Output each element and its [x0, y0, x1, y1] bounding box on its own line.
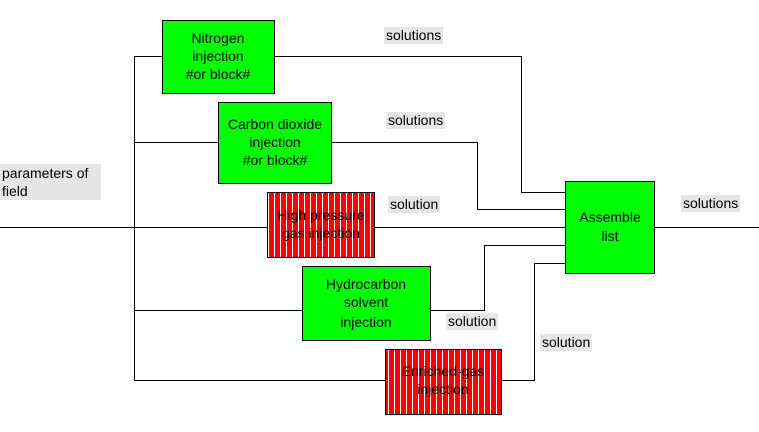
enriched-line-2: injection: [417, 381, 468, 397]
hydrocarbon-connector-label: solution: [446, 313, 499, 330]
enriched-gas-injection-box: Enriched-gas injection: [385, 349, 502, 415]
nitrogen-line-3: #or block#: [186, 66, 251, 82]
co2-line-2: injection: [249, 134, 300, 150]
assemble-line-2: list: [601, 228, 618, 244]
nitrogen-connector-label: solutions: [384, 27, 444, 44]
nitrogen-line-1: Nitrogen: [192, 30, 245, 46]
nitrogen-to-assemble: [274, 56, 565, 193]
hydrocarbon-to-assemble: [430, 245, 565, 311]
assemble-list-box: Assemble list: [565, 181, 655, 274]
hydrocarbon-line-1: Hydrocarbon: [326, 276, 406, 292]
hydrocarbon-line-2: solvent: [344, 294, 388, 310]
enriched-line-1: Enriched-gas: [402, 363, 485, 379]
nitrogen-injection-box: Nitrogen injection #or block#: [162, 20, 275, 94]
connector-lines: [0, 56, 759, 381]
output-label: solutions: [681, 195, 741, 212]
high-pressure-line-2: gas injection: [282, 225, 360, 241]
co2-to-assemble: [331, 142, 565, 210]
input-label: parameters of field: [0, 164, 101, 200]
nitrogen-line-2: injection: [192, 48, 243, 64]
high-pressure-injection-box: High pressure gas injection: [267, 192, 375, 258]
assemble-line-1: Assemble: [579, 209, 641, 225]
co2-line-3: #or block#: [243, 152, 308, 168]
co2-connector-label: solutions: [386, 112, 446, 129]
enriched-to-assemble: [501, 263, 565, 381]
co2-injection-box: Carbon dioxide injection #or block#: [218, 102, 332, 184]
co2-line-1: Carbon dioxide: [228, 116, 322, 132]
hydrocarbon-line-3: injection: [340, 314, 391, 330]
high-pressure-line-1: High pressure: [277, 207, 364, 223]
hydrocarbon-injection-box: Hydrocarbon solvent injection: [302, 266, 431, 341]
enriched-connector-label: solution: [540, 334, 593, 351]
high-pressure-connector-label: solution: [388, 196, 441, 213]
